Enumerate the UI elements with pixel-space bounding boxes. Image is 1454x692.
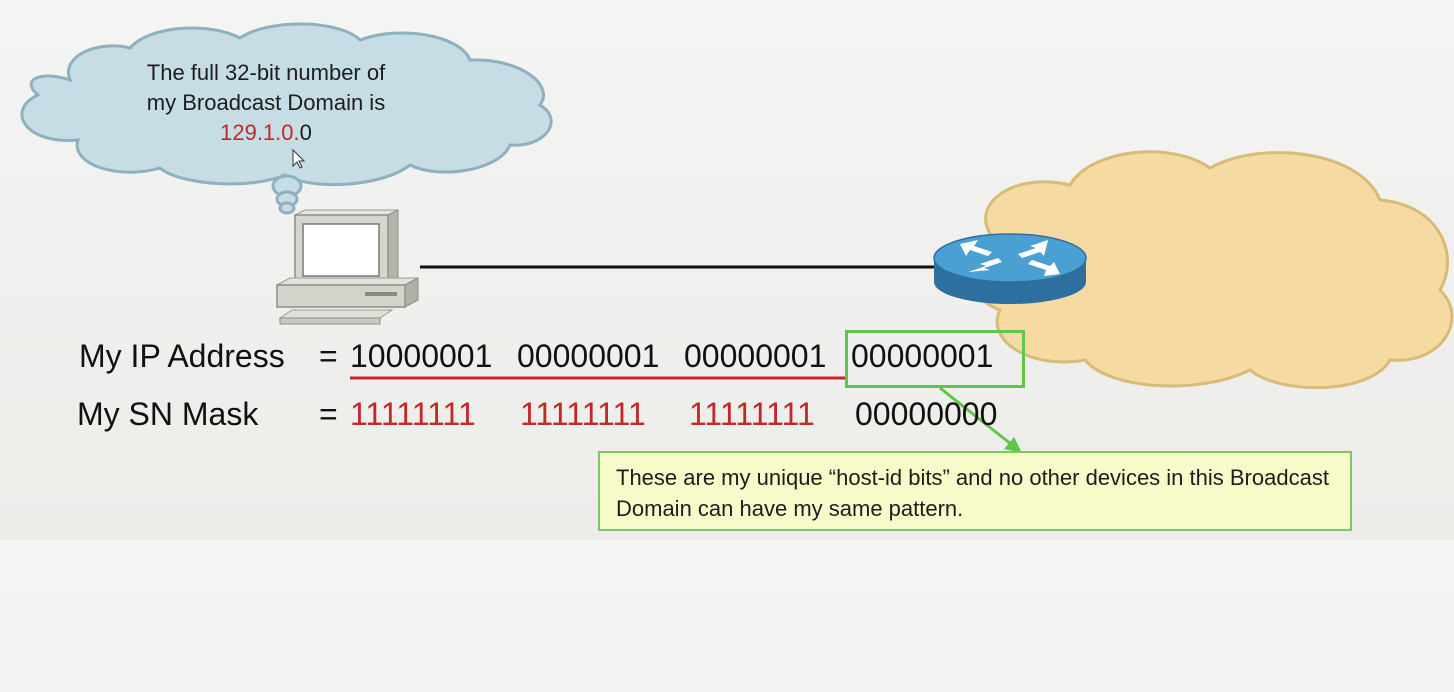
diagram-stage: The full 32-bit number of my Broadcast D… — [20, 22, 1454, 531]
mouse-cursor-icon — [292, 148, 306, 169]
host-id-note: These are my unique “host-id bits” and n… — [598, 451, 1352, 531]
broadcast-network-part: 129.1.0. — [220, 120, 300, 145]
diagram-graphics — [20, 22, 1454, 453]
bubble-line-3: 129.1.0.0 — [110, 118, 422, 148]
bubble-text: The full 32-bit number of my Broadcast D… — [110, 58, 422, 148]
broadcast-host-part: 0 — [299, 120, 312, 145]
host-id-note-text: These are my unique “host-id bits” and n… — [616, 465, 1329, 521]
mask-octet-2: 11111111 — [520, 396, 646, 432]
bubble-line-2: my Broadcast Domain is — [146, 90, 386, 115]
ip-address-label: My IP Address — [79, 338, 285, 374]
ip-octet-2: 00000001 — [517, 338, 660, 374]
mask-octet-4: 00000000 — [855, 396, 998, 432]
bubble-line-1: The full 32-bit number of — [146, 60, 386, 85]
router-icon — [933, 233, 1087, 304]
ip-octet-1: 10000001 — [350, 338, 493, 374]
computer-icon — [276, 209, 419, 325]
ip-octet-3: 00000001 — [684, 338, 827, 374]
subnet-mask-row: My SN Mask = 11111111 11111111 11111111 … — [77, 396, 1037, 436]
network-cloud-icon — [970, 150, 1454, 390]
mask-octet-3: 11111111 — [689, 396, 815, 432]
ip-address-row: My IP Address = 10000001 00000001 000000… — [79, 338, 1039, 378]
mask-equals-sign: = — [319, 396, 338, 432]
ip-octet-4: 00000001 — [851, 338, 994, 374]
ip-equals-sign: = — [319, 338, 338, 374]
thought-cloud-icon — [20, 22, 553, 215]
mask-octet-1: 11111111 — [350, 396, 476, 432]
pointer-arrow — [939, 386, 1022, 453]
subnet-mask-label: My SN Mask — [77, 396, 259, 432]
host-bits-highlight-box — [845, 330, 1025, 388]
